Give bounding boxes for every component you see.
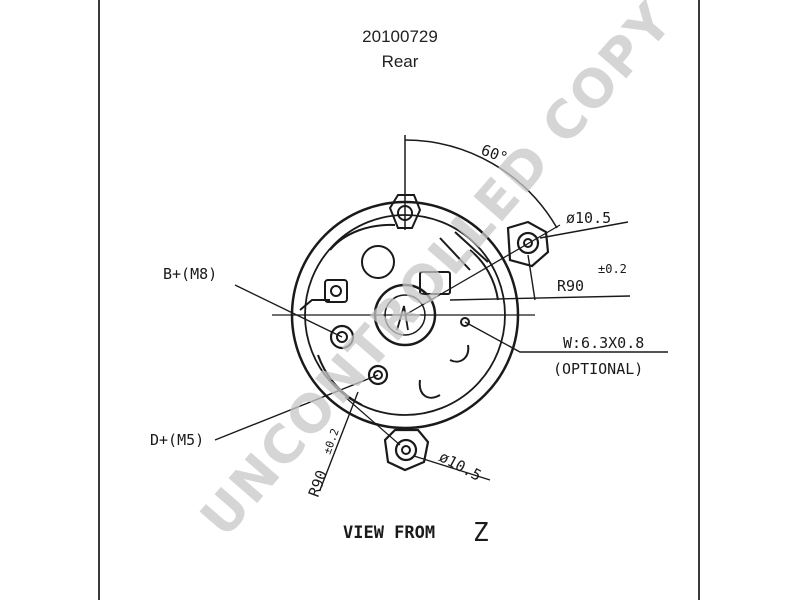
shaft-keyway bbox=[396, 305, 409, 331]
radius-bottom-label: R90 bbox=[305, 468, 331, 500]
left-frame-line bbox=[98, 0, 100, 600]
bridge-bar bbox=[299, 299, 330, 311]
terminal-b-label: B+(M8) bbox=[163, 265, 217, 283]
hole-top-label: ø10.5 bbox=[566, 209, 611, 227]
regulator-circle bbox=[361, 245, 395, 279]
right-ear-hole bbox=[516, 231, 540, 255]
terminal-w-note: (OPTIONAL) bbox=[553, 360, 643, 378]
radius-right-extension bbox=[527, 254, 536, 301]
brush-holder bbox=[324, 279, 348, 303]
angle-60-ray bbox=[404, 224, 561, 316]
radius-right-label: R90 bbox=[557, 277, 584, 295]
diagonal-reference bbox=[344, 396, 401, 446]
d-terminal-stud-inner bbox=[373, 370, 383, 380]
cooling-slot-4 bbox=[469, 249, 499, 301]
b-terminal-block bbox=[419, 271, 451, 295]
angle-60-arc bbox=[404, 139, 558, 229]
bottom-ear-hole bbox=[394, 438, 418, 462]
bottom-mounting-ear bbox=[383, 428, 430, 472]
radius-right-leader bbox=[449, 295, 631, 301]
w-terminal-dot bbox=[460, 317, 470, 327]
terminal-d-label: D+(M5) bbox=[150, 431, 204, 449]
part-number: 20100729 bbox=[362, 27, 438, 46]
view-title: Rear bbox=[381, 52, 419, 71]
leader-terminal-b bbox=[234, 284, 343, 338]
view-caption: VIEW FROM bbox=[343, 523, 435, 543]
leader-hole-bottom bbox=[413, 455, 491, 481]
bottom-ear-hole-inner bbox=[401, 445, 411, 455]
radius-right-tolerance: ±0.2 bbox=[598, 262, 627, 276]
cooling-slot-2 bbox=[449, 344, 470, 363]
right-ear-hole-inner bbox=[523, 238, 533, 248]
top-mounting-lug bbox=[388, 194, 422, 229]
cooling-slot-3 bbox=[329, 223, 396, 251]
right-frame-line bbox=[698, 0, 700, 600]
b-terminal-stud bbox=[329, 324, 355, 350]
right-mounting-ear bbox=[506, 220, 550, 268]
d-terminal-stud bbox=[367, 364, 389, 386]
cooling-slot-5 bbox=[317, 354, 363, 406]
leader-hole-top bbox=[539, 221, 629, 239]
terminal-w-label: W:6.3X0.8 bbox=[563, 334, 644, 352]
view-letter: Z bbox=[473, 518, 489, 548]
leader-radius-bottom bbox=[319, 391, 359, 491]
brush-holder-screw bbox=[330, 285, 342, 297]
leader-terminal-d bbox=[214, 374, 379, 441]
stator-rib bbox=[439, 231, 489, 271]
cooling-slot-1 bbox=[418, 379, 441, 399]
hole-bottom-label: ø10.5 bbox=[436, 448, 484, 485]
leader-terminal-w bbox=[464, 321, 668, 353]
b-terminal-stud-inner bbox=[336, 331, 348, 343]
